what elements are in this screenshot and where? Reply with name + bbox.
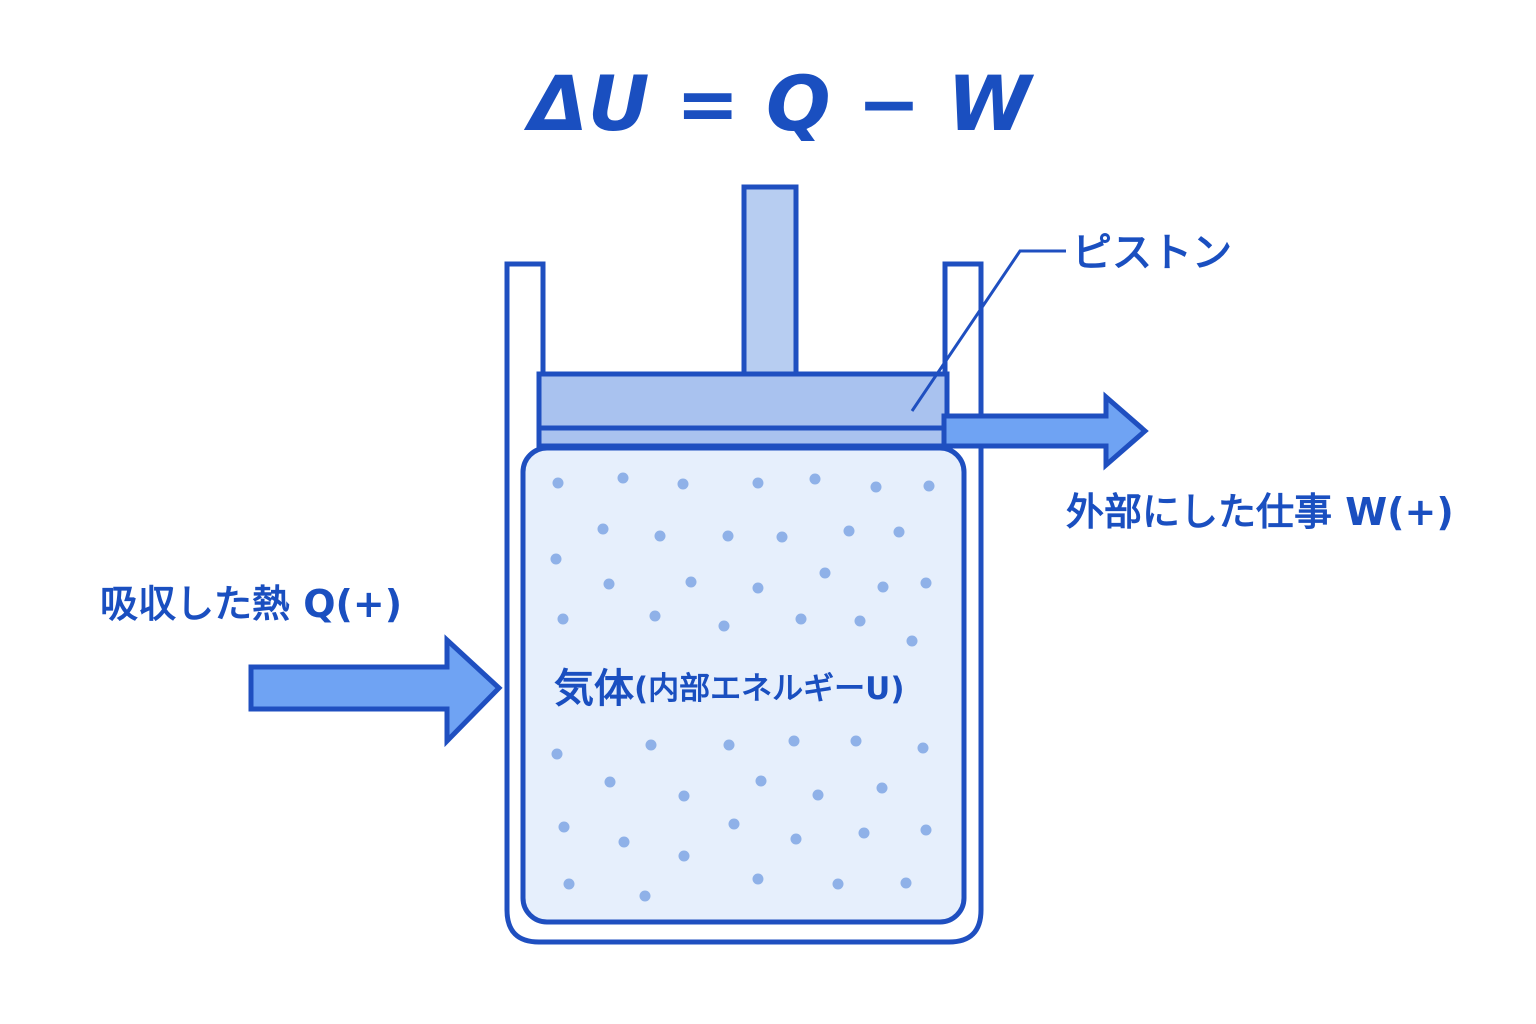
gas-molecule-dot [617, 472, 629, 484]
gas-molecule-dot [563, 878, 575, 890]
gas-molecule-dot [678, 790, 690, 802]
gas-label-main: 気体 [554, 666, 634, 712]
gas-molecule-dot [645, 739, 657, 751]
gas-molecule-dot [752, 873, 764, 885]
gas-molecule-dot [558, 821, 570, 833]
gas-molecule-dot [551, 748, 563, 760]
gas-molecule-dot [597, 523, 609, 535]
gas-molecule-dot [552, 477, 564, 489]
gas-molecule-dot [917, 742, 929, 754]
work-label: 外部にした仕事 W(+) [1066, 490, 1454, 534]
gas-molecule-dot [654, 530, 666, 542]
gas-molecule-dot [809, 473, 821, 485]
gas-molecule-dot [812, 789, 824, 801]
gas-molecule-dot [788, 735, 800, 747]
gas-label: 気体(内部エネルギーU) [554, 666, 905, 712]
gas-molecule-dot [876, 782, 888, 794]
gas-label-sub: (内部エネルギーU) [634, 671, 905, 707]
gas-molecule-dot [877, 581, 889, 593]
gas-molecule-dot [728, 818, 740, 830]
heat-arrow [248, 634, 503, 748]
gas-molecule-dot [678, 850, 690, 862]
gas-molecule-dot [819, 567, 831, 579]
gas-molecule-dot [850, 735, 862, 747]
gas-molecule-dot [557, 613, 569, 625]
piston-leader-line [910, 249, 1066, 412]
piston-label: ピストン [1072, 230, 1232, 276]
gas-molecule-dot [677, 478, 689, 490]
gas-molecule-dot [603, 578, 615, 590]
gas-molecule-dot [870, 481, 882, 493]
gas-molecule-dot [649, 610, 661, 622]
piston-head [536, 371, 950, 449]
gas-molecule-dot [550, 553, 562, 565]
gas-molecule-dot [920, 824, 932, 836]
gas-molecule-dot [795, 613, 807, 625]
gas-molecule-dot [832, 878, 844, 890]
gas-molecule-dot [752, 582, 764, 594]
heat-label: 吸収した熱 Q(+) [100, 582, 402, 626]
gas-molecule-dot [920, 577, 932, 589]
gas-molecule-dot [858, 827, 870, 839]
gas-molecule-dot [618, 836, 630, 848]
gas-molecule-dot [906, 635, 918, 647]
gas-molecule-dot [718, 620, 730, 632]
gas-molecule-dot [639, 890, 651, 902]
gas-molecule-dot [755, 775, 767, 787]
gas-molecule-dot [923, 480, 935, 492]
gas-molecule-dot [854, 615, 866, 627]
gas-molecule-dot [893, 526, 905, 538]
gas-molecule-dot [604, 776, 616, 788]
gas-molecule-dot [843, 525, 855, 537]
gas-molecule-dot [723, 739, 735, 751]
gas-molecule-dot [900, 877, 912, 889]
gas-molecules [550, 472, 935, 902]
work-arrow [941, 391, 1149, 471]
gas-molecule-dot [685, 576, 697, 588]
gas-molecule-dot [790, 833, 802, 845]
gas-molecule-dot [722, 530, 734, 542]
first-law-equation: ΔU = Q − W [523, 59, 1034, 148]
gas-molecule-dot [752, 477, 764, 489]
piston-rod [741, 184, 799, 377]
gas-molecule-dot [776, 531, 788, 543]
